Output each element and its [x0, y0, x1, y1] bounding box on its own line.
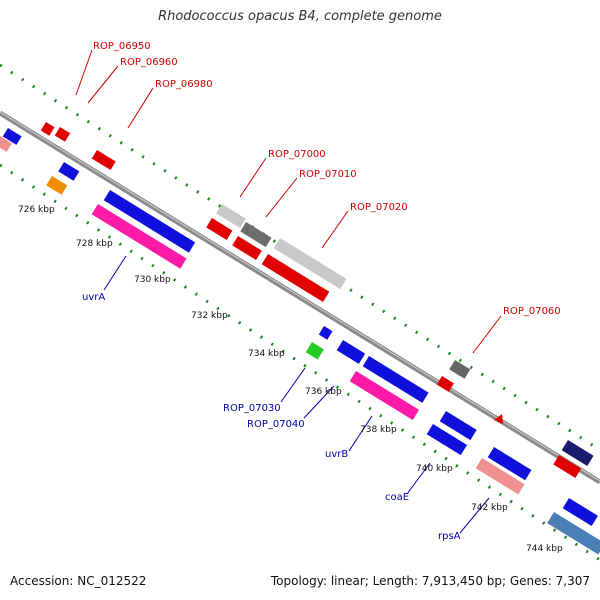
blue-callout-lines: [103, 255, 490, 534]
gene-block[interactable]: [494, 414, 503, 424]
gene-block[interactable]: [0, 136, 12, 152]
gene-block[interactable]: [553, 455, 582, 478]
gene-block[interactable]: [91, 204, 187, 269]
gene-block[interactable]: [240, 222, 272, 248]
scale-label: 732 kbp: [191, 311, 228, 321]
gene-block[interactable]: [54, 126, 71, 142]
gene-block[interactable]: [216, 204, 246, 229]
gene-label[interactable]: ROP_07010: [299, 169, 357, 180]
gene-block[interactable]: [103, 190, 196, 253]
gene-block[interactable]: [91, 150, 116, 171]
gene-block[interactable]: [336, 340, 366, 364]
blue-gene-labels: uvrA ROP_07030 ROP_07040 uvrB coaE rpsA: [82, 292, 461, 542]
scale-label: 730 kbp: [134, 275, 171, 285]
gene-label[interactable]: ROP_07000: [268, 149, 326, 160]
gene-block[interactable]: [561, 440, 594, 466]
gene-block[interactable]: [547, 511, 600, 555]
gene-block[interactable]: [439, 411, 477, 441]
gene-block[interactable]: [58, 162, 80, 181]
gene-block[interactable]: [46, 176, 68, 195]
gene-block[interactable]: [475, 458, 525, 495]
gene-block[interactable]: [2, 128, 22, 145]
gene-block[interactable]: [206, 218, 233, 240]
gene-label[interactable]: coaE: [385, 492, 409, 503]
gene-block[interactable]: [487, 447, 532, 481]
tick-row-lower: [0, 163, 600, 562]
gene-label[interactable]: uvrA: [82, 292, 105, 303]
scale-label: 744 kbp: [526, 544, 563, 554]
gene-label[interactable]: ROP_06960: [120, 57, 178, 68]
scale-label: 740 kbp: [416, 464, 453, 474]
scale-label: 726 kbp: [18, 205, 55, 215]
gene-label[interactable]: rpsA: [438, 531, 461, 542]
gene-label[interactable]: ROP_06950: [93, 41, 151, 52]
red-callout-lines: [75, 49, 502, 354]
gene-block[interactable]: [232, 236, 262, 261]
gene-block[interactable]: [562, 498, 598, 527]
gene-block[interactable]: [362, 356, 429, 403]
gene-block[interactable]: [436, 376, 454, 392]
accession-text: Accession: NC_012522: [10, 574, 147, 588]
gene-block[interactable]: [273, 238, 347, 290]
scale-labels: 726 kbp 728 kbp 730 kbp 732 kbp 734 kbp …: [18, 205, 563, 554]
red-gene-labels: ROP_06950 ROP_06960 ROP_06980 ROP_07000 …: [93, 41, 561, 317]
gene-label[interactable]: ROP_07020: [350, 202, 408, 213]
gene-block[interactable]: [449, 360, 471, 379]
gene-label[interactable]: uvrB: [325, 449, 348, 460]
gene-block[interactable]: [349, 371, 420, 420]
scale-label: 738 kbp: [360, 425, 397, 435]
scale-label: 734 kbp: [248, 349, 285, 359]
gene-block[interactable]: [318, 326, 333, 340]
gene-label[interactable]: ROP_07040: [247, 419, 305, 430]
features-upper-strand: [0, 122, 594, 478]
scale-label: 742 kbp: [471, 503, 508, 513]
gene-label[interactable]: ROP_07030: [223, 403, 281, 414]
gene-block[interactable]: [305, 342, 324, 360]
tick-row-upper: [0, 63, 600, 452]
genome-title: Rhodococcus opacus B4, complete genome: [158, 9, 442, 24]
gene-block[interactable]: [261, 254, 330, 302]
gene-label[interactable]: ROP_07060: [503, 306, 561, 317]
scale-label: 728 kbp: [76, 239, 113, 249]
features-lower-strand: [2, 128, 600, 555]
gene-block[interactable]: [426, 424, 468, 456]
gene-block[interactable]: [40, 122, 55, 136]
gene-label[interactable]: ROP_06980: [155, 79, 213, 90]
scale-label: 736 kbp: [305, 387, 342, 397]
genome-summary-text: Topology: linear; Length: 7,913,450 bp; …: [270, 574, 590, 588]
